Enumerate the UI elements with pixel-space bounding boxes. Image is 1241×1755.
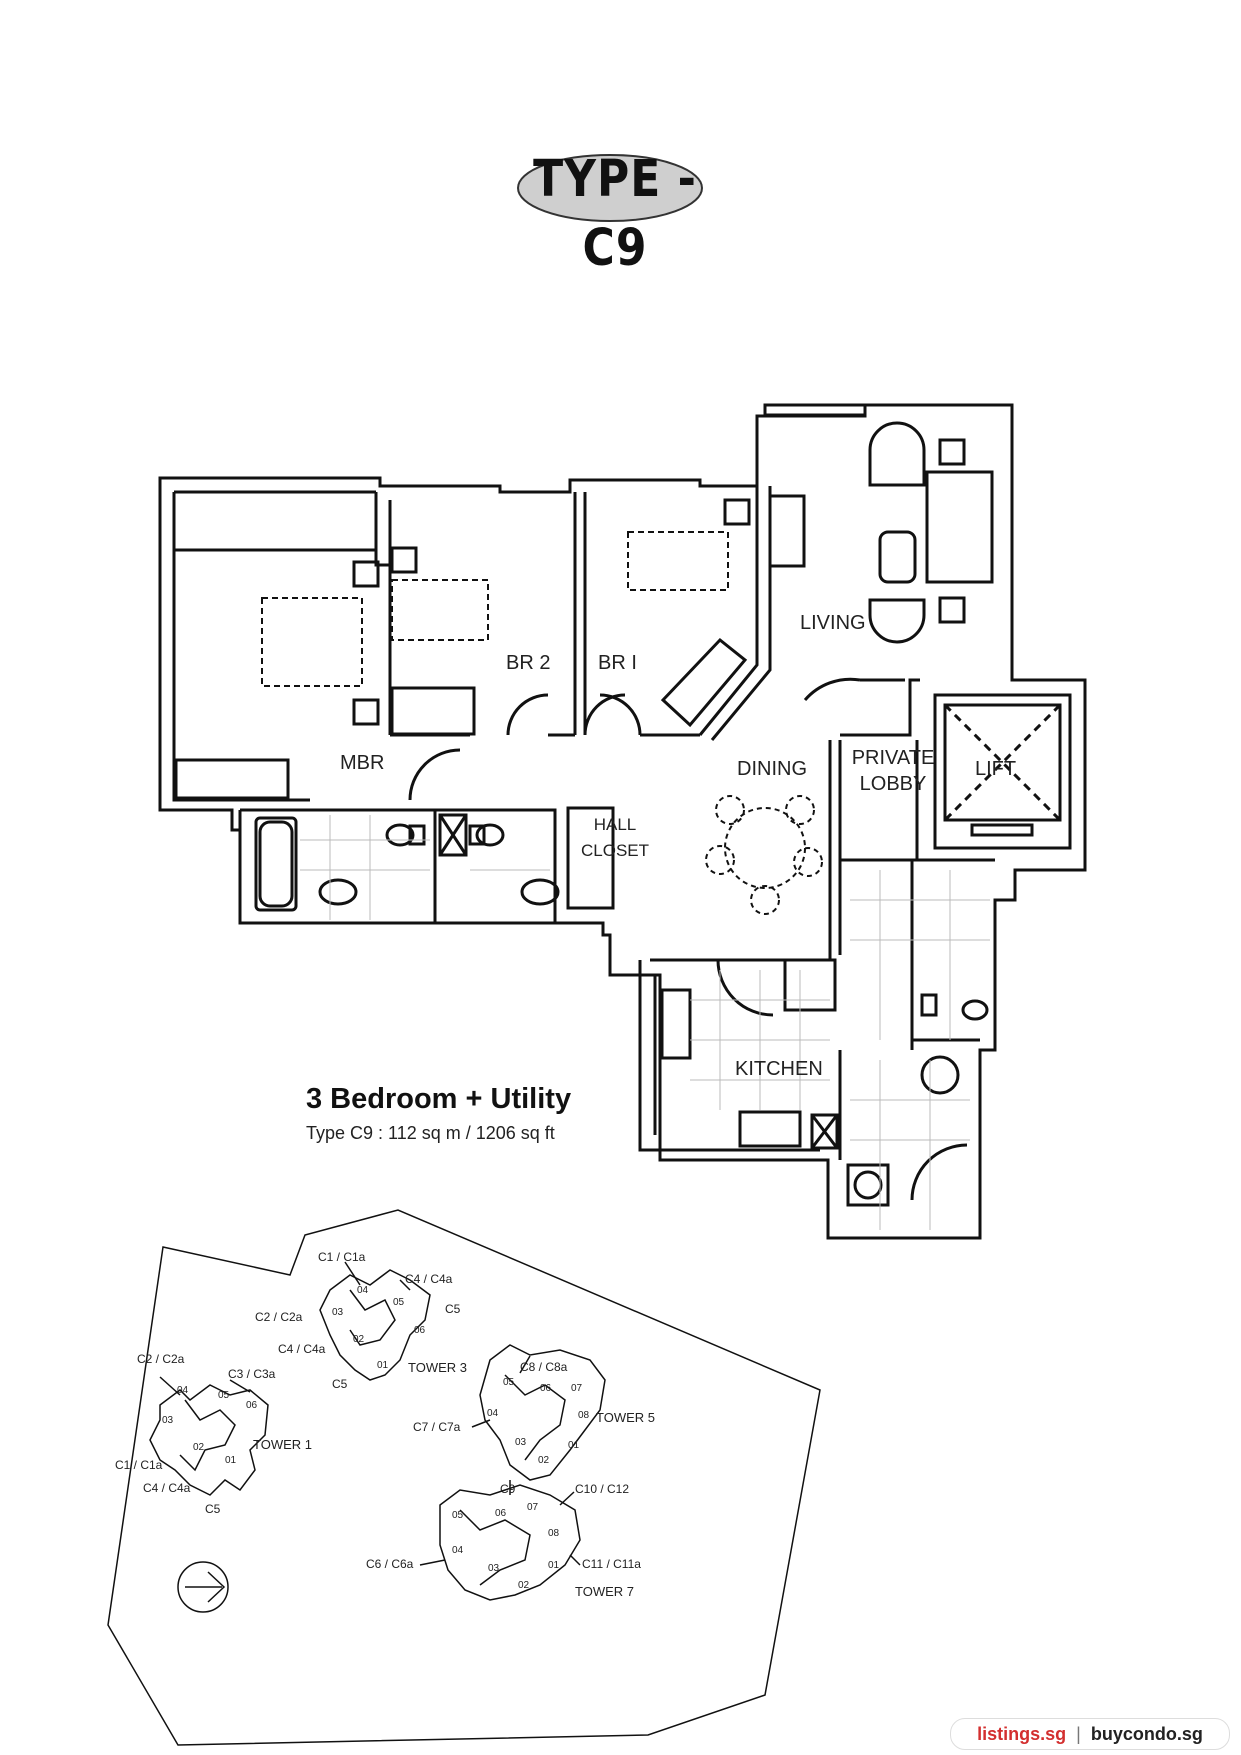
site-label: C5 xyxy=(205,1502,221,1516)
room-label-dining: DINING xyxy=(737,758,807,780)
room-label-mbr: MBR xyxy=(340,752,385,774)
site-label: C6 / C6a xyxy=(366,1557,414,1571)
site-boundary xyxy=(107,1209,821,1746)
unit-number: 04 xyxy=(177,1385,189,1396)
unit-number: 06 xyxy=(540,1383,552,1394)
tower-5-cluster xyxy=(479,1344,606,1481)
room-label-br1: BR I xyxy=(598,652,637,674)
unit-number: 04 xyxy=(452,1545,464,1556)
plan-walls xyxy=(158,403,1087,1240)
tower-7-cluster xyxy=(439,1484,581,1601)
room-label-kitchen: KITCHEN xyxy=(735,1058,823,1080)
unit-number: 06 xyxy=(246,1400,258,1411)
site-label: C7 / C7a xyxy=(413,1420,461,1434)
plan-tile-grid xyxy=(300,815,990,1230)
unit-number: 05 xyxy=(503,1377,515,1388)
room-label-hall-closet: HALL CLOSET xyxy=(580,812,650,864)
unit-number: 01 xyxy=(377,1360,389,1371)
unit-number: 02 xyxy=(518,1580,530,1591)
site-label: C1 / C1a xyxy=(115,1458,163,1472)
private-lobby-line-2: LOBBY xyxy=(859,773,927,795)
unit-number: 06 xyxy=(414,1325,426,1336)
tower-label: TOWER 5 xyxy=(596,1410,655,1425)
unit-number: 05 xyxy=(452,1510,464,1521)
site-label: C4 / C4a xyxy=(405,1272,453,1286)
footer-link-buycondo[interactable]: buycondo.sg xyxy=(1090,1723,1203,1744)
unit-number: 03 xyxy=(488,1563,500,1574)
unit-number: 03 xyxy=(332,1307,344,1318)
tower-1-cluster xyxy=(149,1384,269,1496)
unit-number: 02 xyxy=(193,1442,205,1453)
footer-separator: | xyxy=(1076,1723,1081,1744)
private-lobby-line-1: PRIVATE xyxy=(851,747,935,769)
room-label-lift: LIFT xyxy=(975,758,1017,780)
site-plan-drawing xyxy=(107,1209,821,1746)
room-label-living: LIVING xyxy=(800,612,866,634)
unit-number: 05 xyxy=(393,1297,405,1308)
room-label-br2: BR 2 xyxy=(506,652,551,674)
site-label: C1 / C1a xyxy=(318,1250,366,1264)
site-label: C10 / C12 xyxy=(575,1482,630,1496)
site-label: C11 / C11a xyxy=(582,1557,641,1571)
tower-label: TOWER 3 xyxy=(408,1360,467,1375)
unit-number: 03 xyxy=(162,1415,174,1426)
tower-3-cluster xyxy=(319,1269,431,1381)
footer-link-listings[interactable]: listings.sg xyxy=(977,1723,1067,1744)
unit-number: 07 xyxy=(527,1502,539,1513)
unit-number: 06 xyxy=(495,1508,507,1519)
site-label: C4 / C4a xyxy=(143,1481,191,1495)
unit-number: 02 xyxy=(538,1455,550,1466)
unit-number: 05 xyxy=(218,1390,230,1401)
north-arrow-circle xyxy=(177,1561,229,1613)
unit-area: Type C9 : 112 sq m / 1206 sq ft xyxy=(306,1123,555,1143)
unit-number: 07 xyxy=(571,1383,583,1394)
room-label-private-lobby: PRIVATE LOBBY xyxy=(843,745,943,797)
title-badge-ellipse xyxy=(517,154,703,222)
unit-number: 04 xyxy=(487,1408,499,1419)
unit-number: 02 xyxy=(353,1334,365,1345)
unit-number: 03 xyxy=(515,1437,527,1448)
tower-label: TOWER 7 xyxy=(575,1584,634,1599)
site-label: C2 / C2a xyxy=(255,1310,303,1324)
site-label: C4 / C4a xyxy=(278,1342,326,1356)
site-label: C5 xyxy=(332,1377,348,1391)
hall-closet-line-2: CLOSET xyxy=(580,841,650,860)
hall-closet-line-1: HALL xyxy=(593,815,637,834)
unit-number: 08 xyxy=(548,1528,560,1539)
unit-heading: 3 Bedroom + Utility xyxy=(306,1083,572,1115)
unit-number: 01 xyxy=(548,1560,560,1571)
north-arrow-icon xyxy=(185,1571,226,1603)
site-label: C9 xyxy=(500,1482,516,1496)
site-label: C8 / C8a xyxy=(520,1360,568,1374)
footer-badge: listings.sg | buycondo.sg xyxy=(950,1718,1230,1750)
tower-label: TOWER 1 xyxy=(253,1437,312,1452)
plan-title: TYPE - C9 xyxy=(533,150,697,278)
site-label: C2 / C2a xyxy=(137,1352,185,1366)
unit-number: 01 xyxy=(568,1440,580,1451)
site-label: C3 / C3a xyxy=(228,1367,276,1381)
site-label: C5 xyxy=(445,1302,461,1316)
unit-number: 08 xyxy=(578,1410,590,1421)
unit-number: 01 xyxy=(225,1455,237,1466)
unit-number: 04 xyxy=(357,1285,369,1296)
